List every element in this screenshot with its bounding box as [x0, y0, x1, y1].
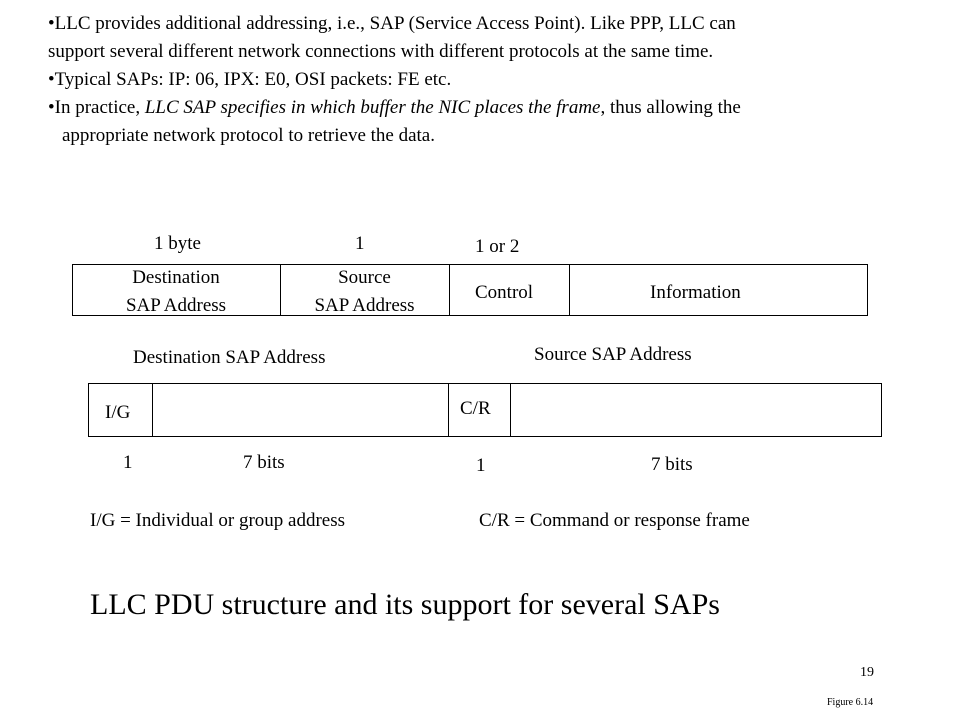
control-field: Control — [475, 282, 534, 303]
information-field: Information — [650, 282, 741, 303]
src-size-label: 1 — [355, 233, 365, 254]
pdu-divider-2 — [449, 264, 450, 316]
sap-divider-3 — [510, 383, 511, 437]
src-sap-field-line-2: SAP Address — [314, 295, 415, 316]
page-number: 19 — [860, 665, 874, 680]
cr-definition: C/R = Command or response frame — [479, 510, 750, 531]
bullet-3-pre: •In practice, — [48, 97, 145, 118]
control-size-label: 1 or 2 — [475, 236, 520, 257]
bullet-list: •LLC provides additional addressing, i.e… — [48, 10, 948, 150]
bullet-1-line-1: •LLC provides additional addressing, i.e… — [48, 13, 736, 34]
pdu-frame — [72, 264, 868, 316]
bullet-3-line-2: appropriate network protocol to retrieve… — [62, 125, 435, 146]
sap-address-frame — [88, 383, 882, 437]
dest-sap-field-line-1: Destination — [132, 267, 220, 288]
ig-definition: I/G = Individual or group address — [90, 510, 346, 531]
src-sap-field: Source SAP Address — [280, 264, 449, 320]
bullet-1-line-2: support several different network connec… — [48, 41, 714, 62]
sap-divider-2 — [448, 383, 449, 437]
diagram-caption: LLC PDU structure and its support for se… — [90, 588, 720, 621]
dest-sap-heading: Destination SAP Address — [133, 347, 326, 368]
ig-bit-field: I/G — [105, 402, 131, 423]
src-sap-field-line-1: Source — [338, 267, 391, 288]
dest-sap-field-line-2: SAP Address — [125, 295, 227, 316]
dest-bit-count-one: 1 — [123, 452, 133, 473]
bullet-2: •Typical SAPs: IP: 06, IPX: E0, OSI pack… — [48, 69, 452, 90]
pdu-divider-1 — [280, 264, 281, 316]
src-bit-count-seven: 7 bits — [651, 454, 693, 475]
dest-size-label: 1 byte — [154, 233, 201, 254]
pdu-divider-3 — [569, 264, 570, 316]
bullet-3-post: , thus allowing the — [600, 97, 741, 118]
src-bit-count-one: 1 — [476, 455, 486, 476]
dest-sap-field: Destination SAP Address — [72, 264, 280, 320]
bullet-3-italic: LLC SAP specifies in which buffer the NI… — [144, 97, 601, 118]
cr-bit-field: C/R — [460, 398, 491, 419]
dest-bit-count-seven: 7 bits — [243, 452, 285, 473]
bullet-3-line-1: •In practice, LLC SAP specifies in which… — [48, 94, 948, 122]
src-sap-heading: Source SAP Address — [534, 344, 692, 365]
figure-reference: Figure 6.14 — [827, 697, 874, 708]
sap-divider-1 — [152, 383, 153, 437]
